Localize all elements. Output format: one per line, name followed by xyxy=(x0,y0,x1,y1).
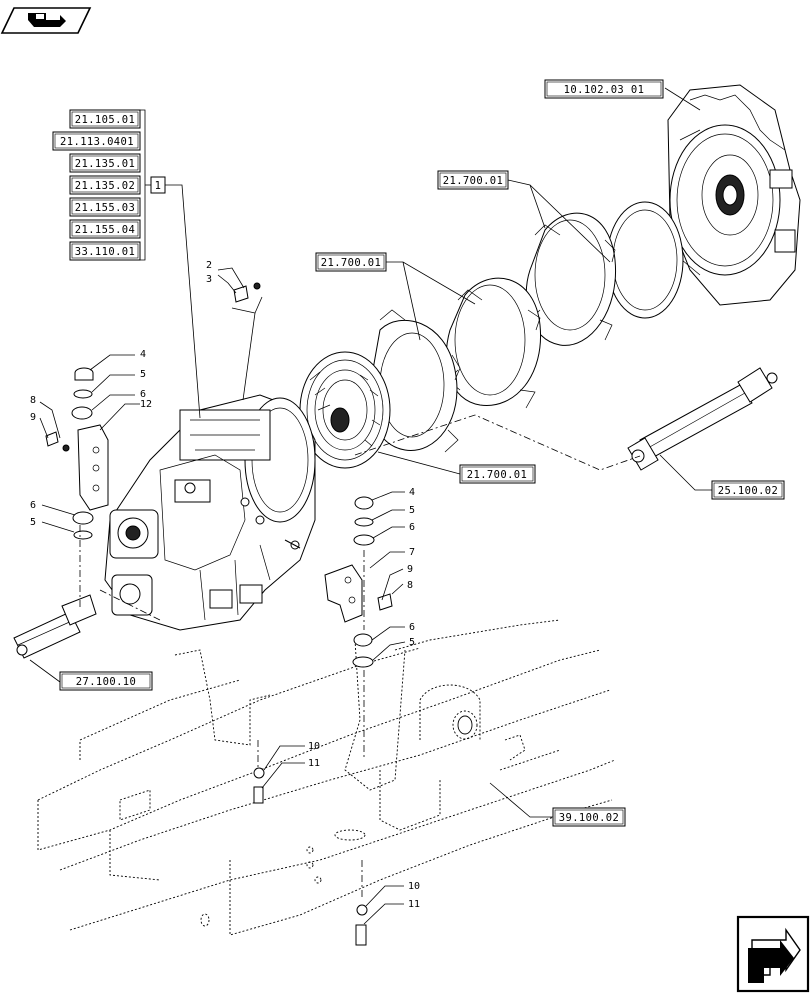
callout-11: 11 xyxy=(408,899,420,910)
ref-box-21-113-0401[interactable]: 21.113.0401 xyxy=(52,131,141,151)
callout-4: 4 xyxy=(140,349,146,360)
ref-box-driveshaft-right[interactable]: 25.100.02 xyxy=(711,480,785,500)
ref-box-plate-upper[interactable]: 21.700.01 xyxy=(437,170,509,190)
callout-9: 9 xyxy=(30,412,36,423)
chassis-frame xyxy=(37,619,616,936)
ref-label: 21.155.04 xyxy=(75,224,136,236)
ref-label: 39.100.02 xyxy=(559,812,620,824)
ref-box-21-155-04[interactable]: 21.155.04 xyxy=(69,219,141,239)
ref-box-converter[interactable]: 21.700.01 xyxy=(459,464,536,484)
group-marker-label: 1 xyxy=(155,180,162,192)
ref-label: 21.700.01 xyxy=(443,175,504,187)
torque-converter xyxy=(299,351,391,469)
ref-label: 25.100.02 xyxy=(718,485,779,497)
ref-box-driveshaft-left[interactable]: 27.100.10 xyxy=(59,671,153,691)
ref-label: 10.102.03 01 xyxy=(564,84,645,96)
leader-lines xyxy=(29,87,712,925)
callout-4: 4 xyxy=(409,487,415,498)
alignment-lines xyxy=(79,414,641,900)
group-ref-stack: 21.105.01 21.113.0401 21.135.01 21.135.0… xyxy=(52,109,166,261)
ref-label: 21.135.02 xyxy=(75,180,136,192)
ref-box-chassis[interactable]: 39.100.02 xyxy=(552,807,626,827)
callout-12: 12 xyxy=(140,399,152,410)
ref-label: 21.113.0401 xyxy=(60,136,134,148)
callout-5: 5 xyxy=(409,637,415,648)
callout-8: 8 xyxy=(407,580,413,591)
ref-box-21-105-01[interactable]: 21.105.01 xyxy=(69,109,141,129)
callout-5: 5 xyxy=(409,505,415,516)
view-icon[interactable] xyxy=(0,7,92,34)
ref-label: 21.700.01 xyxy=(467,469,528,481)
ref-label: 21.155.03 xyxy=(75,202,136,214)
ref-box-engine[interactable]: 10.102.03 01 xyxy=(544,79,664,99)
callout-2: 2 xyxy=(206,260,212,271)
friction-plate xyxy=(606,201,684,319)
callout-7: 7 xyxy=(409,547,415,558)
callout-6: 6 xyxy=(30,500,36,511)
callout-10: 10 xyxy=(308,741,320,752)
ref-label: 21.700.01 xyxy=(321,257,382,269)
callout-8: 8 xyxy=(30,395,36,406)
ref-label: 21.105.01 xyxy=(75,114,136,126)
driveshaft-left xyxy=(13,594,97,659)
transmission xyxy=(104,394,316,631)
ref-box-21-155-03[interactable]: 21.155.03 xyxy=(69,197,141,217)
mount-bracket-right xyxy=(324,564,363,623)
mount-bracket-left xyxy=(77,424,109,511)
callout-5: 5 xyxy=(140,369,146,380)
callout-11: 11 xyxy=(308,758,320,769)
ref-label: 21.135.01 xyxy=(75,158,136,170)
ref-label: 27.100.10 xyxy=(76,676,137,688)
ref-box-21-135-01[interactable]: 21.135.01 xyxy=(69,153,141,173)
ref-box-plate-lower[interactable]: 21.700.01 xyxy=(315,252,387,272)
callout-10: 10 xyxy=(408,881,420,892)
next-page-arrow-icon[interactable] xyxy=(736,915,810,993)
callout-6: 6 xyxy=(409,522,415,533)
item-callouts: 2 3 4 5 6 12 8 9 6 5 4 5 6 7 9 8 6 5 10 … xyxy=(30,260,420,910)
ref-box-33-110-01[interactable]: 33.110.01 xyxy=(69,241,141,261)
driveshaft-right xyxy=(627,367,778,471)
callout-9: 9 xyxy=(407,564,413,575)
clutch-plate-lower xyxy=(445,277,542,409)
callout-5: 5 xyxy=(30,517,36,528)
ref-box-21-135-02[interactable]: 21.135.02 xyxy=(69,175,141,195)
ref-label: 33.110.01 xyxy=(75,246,136,258)
callout-6: 6 xyxy=(140,389,146,400)
callout-6: 6 xyxy=(409,622,415,633)
engine-housing xyxy=(667,84,801,306)
callout-3: 3 xyxy=(206,274,212,285)
hardware xyxy=(45,282,393,946)
group-marker-box: 1 xyxy=(150,176,166,194)
